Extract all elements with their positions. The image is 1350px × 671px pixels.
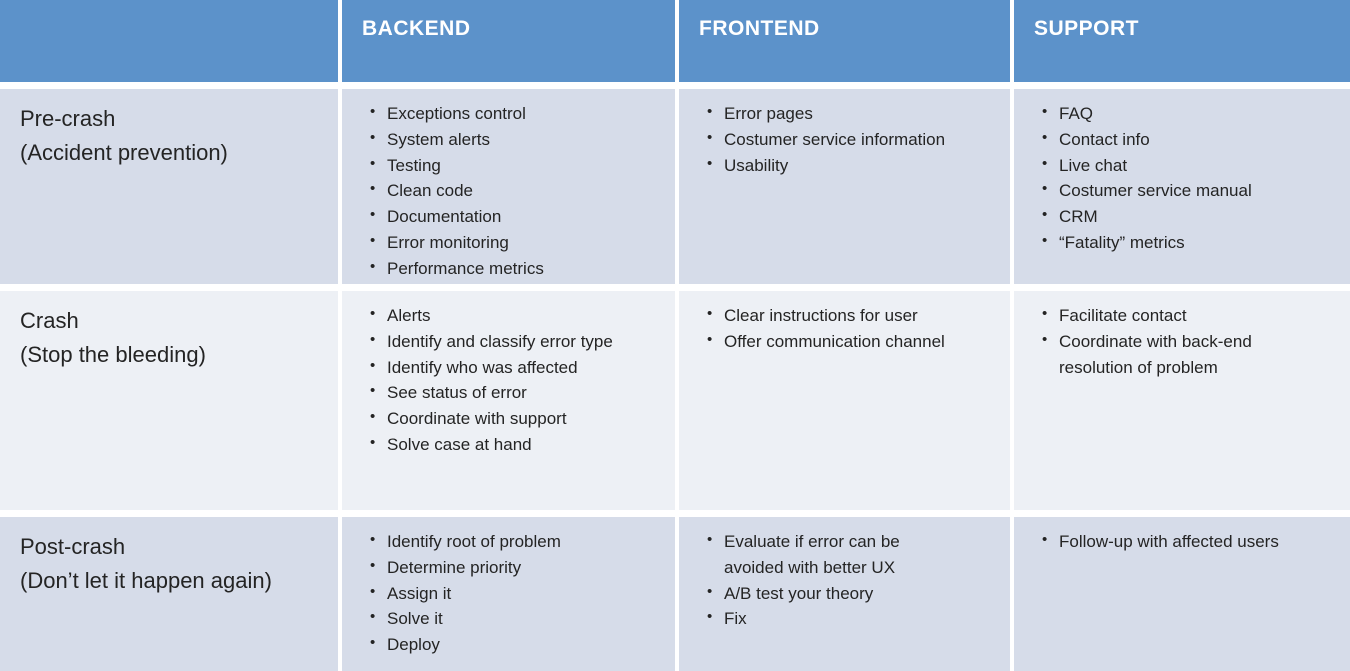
- list-item: Exceptions control: [370, 101, 625, 127]
- cell-pre-crash-frontend: Error pagesCostumer service informationU…: [679, 89, 1010, 284]
- list-item: Follow-up with affected users: [1042, 529, 1297, 555]
- header-frontend: FRONTEND: [679, 0, 1010, 82]
- list-item: Clear instructions for user: [707, 303, 962, 329]
- bullet-list: Clear instructions for userOffer communi…: [707, 303, 975, 355]
- row-title: Pre-crash: [20, 106, 116, 131]
- list-item: Contact info: [1042, 127, 1297, 153]
- list-item: Determine priority: [370, 555, 625, 581]
- list-item: Documentation: [370, 204, 625, 230]
- cell-pre-crash-support: FAQContact infoLive chatCostumer service…: [1014, 89, 1350, 284]
- list-item: Solve it: [370, 606, 625, 632]
- list-item: Evaluate if error can be avoided with be…: [707, 529, 962, 581]
- list-item: Live chat: [1042, 153, 1297, 179]
- bullet-list: FAQContact infoLive chatCostumer service…: [1042, 101, 1315, 256]
- header-corner-cell: [0, 0, 338, 82]
- list-item: Usability: [707, 153, 962, 179]
- bullet-list: Identify root of problemDetermine priori…: [370, 529, 640, 658]
- row-title: Post-crash: [20, 534, 126, 559]
- cell-crash-backend: AlertsIdentify and classify error typeId…: [342, 291, 675, 510]
- list-item: Identify who was affected: [370, 355, 625, 381]
- row-label-crash: Crash (Stop the bleeding): [0, 291, 338, 510]
- list-item: Coordinate with support: [370, 406, 625, 432]
- list-item: Costumer service manual: [1042, 178, 1297, 204]
- cell-pre-crash-backend: Exceptions controlSystem alertsTestingCl…: [342, 89, 675, 284]
- row-subtitle: (Stop the bleeding): [20, 342, 206, 368]
- list-item: Identify root of problem: [370, 529, 625, 555]
- row-subtitle: (Accident prevention): [20, 140, 228, 166]
- list-item: Coordinate with back-end resolution of p…: [1042, 329, 1297, 381]
- bullet-list: Error pagesCostumer service informationU…: [707, 101, 975, 178]
- list-item: Facilitate contact: [1042, 303, 1297, 329]
- list-item: Costumer service information: [707, 127, 962, 153]
- cell-crash-support: Facilitate contactCoordinate with back-e…: [1014, 291, 1350, 510]
- list-item: Error pages: [707, 101, 962, 127]
- bullet-list: Follow-up with affected users: [1042, 529, 1315, 555]
- list-item: See status of error: [370, 380, 625, 406]
- list-item: Solve case at hand: [370, 432, 625, 458]
- cell-post-crash-frontend: Evaluate if error can be avoided with be…: [679, 517, 1010, 671]
- list-item: Assign it: [370, 581, 625, 607]
- header-backend: BACKEND: [342, 0, 675, 82]
- cell-post-crash-backend: Identify root of problemDetermine priori…: [342, 517, 675, 671]
- list-item: Alerts: [370, 303, 625, 329]
- row-label-pre-crash: Pre-crash (Accident prevention): [0, 89, 338, 284]
- list-item: Clean code: [370, 178, 625, 204]
- list-item: Fix: [707, 606, 962, 632]
- list-item: Error monitoring: [370, 230, 625, 256]
- bullet-list: Evaluate if error can be avoided with be…: [707, 529, 975, 632]
- bullet-list: Exceptions controlSystem alertsTestingCl…: [370, 101, 640, 282]
- list-item: System alerts: [370, 127, 625, 153]
- bullet-list: Facilitate contactCoordinate with back-e…: [1042, 303, 1315, 380]
- list-item: Deploy: [370, 632, 625, 658]
- cell-crash-frontend: Clear instructions for userOffer communi…: [679, 291, 1010, 510]
- list-item: CRM: [1042, 204, 1297, 230]
- bullet-list: AlertsIdentify and classify error typeId…: [370, 303, 640, 458]
- header-support: SUPPORT: [1014, 0, 1350, 82]
- row-title: Crash: [20, 308, 79, 333]
- list-item: “Fatality” metrics: [1042, 230, 1297, 256]
- list-item: Offer communication channel: [707, 329, 962, 355]
- list-item: Testing: [370, 153, 625, 179]
- row-label-post-crash: Post-crash (Don’t let it happen again): [0, 517, 338, 671]
- list-item: Performance metrics: [370, 256, 625, 282]
- list-item: A/B test your theory: [707, 581, 962, 607]
- list-item: Identify and classify error type: [370, 329, 625, 355]
- cell-post-crash-support: Follow-up with affected users: [1014, 517, 1350, 671]
- list-item: FAQ: [1042, 101, 1297, 127]
- row-subtitle: (Don’t let it happen again): [20, 568, 272, 594]
